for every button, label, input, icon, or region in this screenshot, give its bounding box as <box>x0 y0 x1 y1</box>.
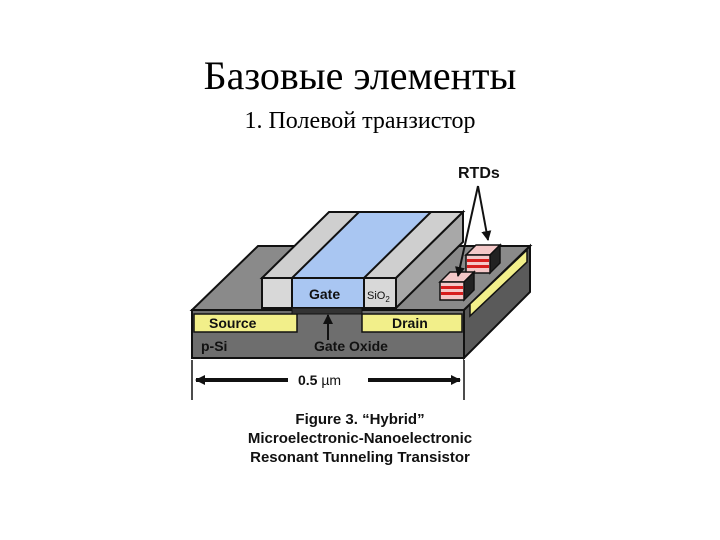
figure-caption: Figure 3. “Hybrid” Microelectronic-Nanoe… <box>160 410 560 467</box>
sio2-right-front <box>363 277 397 309</box>
rtd-arrow-2 <box>477 185 492 241</box>
gate-label: Gate <box>309 286 340 302</box>
caption-line-1: Figure 3. “Hybrid” <box>295 411 425 428</box>
p-si-label: p-Si <box>201 338 227 354</box>
drain-region <box>361 313 463 333</box>
gate-oxide-layer <box>291 307 363 315</box>
drain-side-strip <box>469 248 528 318</box>
sio2-label-main: SiO <box>367 290 386 302</box>
rtd-device-upper <box>464 243 502 275</box>
dimension-value: 0.5 <box>298 372 321 388</box>
sio2-label: SiO2 <box>367 290 390 304</box>
drain-label: Drain <box>392 315 428 331</box>
gate-front <box>291 277 365 309</box>
caption-line-3: Resonant Tunneling Transistor <box>250 449 470 466</box>
rtd-arrow-1 <box>455 185 479 277</box>
caption-line-2: Microelectronic-Nanoelectronic <box>247 430 473 447</box>
dimension-unit: µm <box>321 372 341 388</box>
gate-oxide-label: Gate Oxide <box>314 338 388 354</box>
slide-title: Базовые элементы <box>203 53 517 98</box>
rtds-label: RTDs <box>458 165 500 182</box>
sio2-left-front <box>261 277 293 309</box>
rtd-device-lower <box>438 270 476 302</box>
sio2-label-subscript: 2 <box>385 295 390 304</box>
dimension-label: 0.5 µm <box>298 372 341 388</box>
source-region <box>193 313 298 333</box>
slide-subtitle: 1. Полевой транзистор <box>244 108 476 134</box>
source-label: Source <box>209 315 257 331</box>
